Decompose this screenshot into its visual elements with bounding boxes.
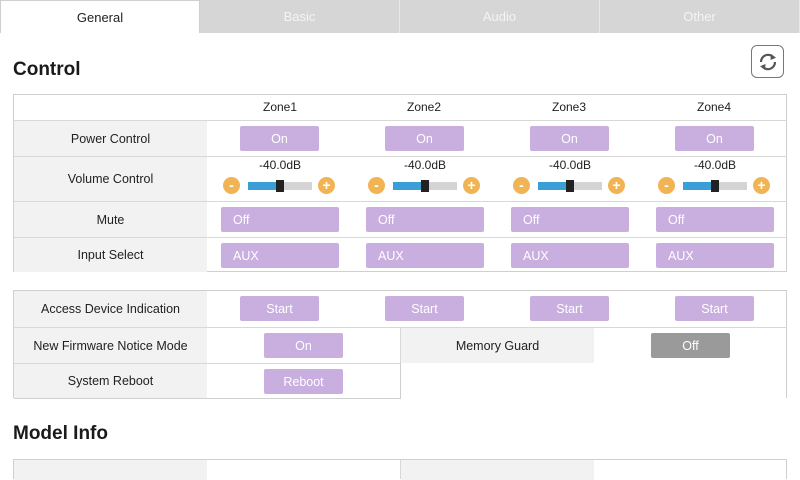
firmware-memory-row: New Firmware Notice Mode On Memory Guard…: [14, 327, 786, 363]
zone4-header: Zone4: [696, 100, 732, 114]
zone2-volume-down-button[interactable]: -: [368, 177, 385, 194]
firmware-notice-button[interactable]: On: [264, 333, 343, 358]
zone4-volume-up-button[interactable]: +: [753, 177, 770, 194]
zone2-volume-up-button[interactable]: +: [463, 177, 480, 194]
minus-icon: -: [374, 177, 379, 193]
zone4-volume-value: -40.0dB: [693, 158, 737, 172]
zone4-volume-slider[interactable]: [683, 180, 747, 192]
system-reboot-row: System Reboot Reboot: [14, 363, 401, 399]
plus-icon: +: [467, 177, 476, 193]
tab-audio[interactable]: Audio: [400, 0, 600, 33]
access-device-row: Access Device Indication Start Start Sta…: [14, 291, 786, 327]
zone4-volume-fill: [683, 182, 715, 190]
zone2-volume-slider[interactable]: [393, 180, 457, 192]
zone1-mute-button[interactable]: Off: [221, 207, 339, 232]
zone2-volume-fill: [393, 182, 425, 190]
zone-header-row: Zone1 Zone2 Zone3 Zone4: [14, 95, 786, 120]
tab-basic[interactable]: Basic: [200, 0, 400, 33]
minus-icon: -: [229, 177, 234, 193]
zone4-volume-down-button[interactable]: -: [658, 177, 675, 194]
zone4-access-start-button[interactable]: Start: [675, 296, 754, 321]
zone1-access-start-button[interactable]: Start: [240, 296, 319, 321]
zone3-volume-down-button[interactable]: -: [513, 177, 530, 194]
column-divider: [400, 328, 401, 363]
zone1-header: Zone1: [262, 100, 298, 114]
refresh-button[interactable]: [751, 45, 784, 78]
zone1-volume-value: -40.0dB: [258, 158, 302, 172]
firmware-notice-label: New Firmware Notice Mode: [14, 328, 207, 363]
zone4-power-button[interactable]: On: [675, 126, 754, 151]
zone3-mute-button[interactable]: Off: [511, 207, 629, 232]
zone3-input-select[interactable]: AUX: [511, 243, 629, 268]
zone1-volume-down-button[interactable]: -: [223, 177, 240, 194]
zone3-access-start-button[interactable]: Start: [530, 296, 609, 321]
zone3-power-button[interactable]: On: [530, 126, 609, 151]
model-info-label-cell: [401, 460, 594, 480]
input-select-row: Input Select AUX AUX AUX AUX: [14, 237, 786, 272]
power-control-row: Power Control On On On On: [14, 120, 786, 156]
model-info-table: [13, 459, 787, 480]
system-reboot-button[interactable]: Reboot: [264, 369, 343, 394]
minus-icon: -: [664, 177, 669, 193]
zone2-volume-value: -40.0dB: [403, 158, 447, 172]
input-select-label: Input Select: [14, 238, 207, 272]
zone2-power-button[interactable]: On: [385, 126, 464, 151]
minus-icon: -: [519, 177, 524, 193]
content-area: Control Zone1 Zone2 Zone3 Zone4 Power Co…: [0, 33, 800, 480]
control-section-title: Control: [13, 59, 81, 80]
plus-icon: +: [757, 177, 766, 193]
zone3-volume-value: -40.0dB: [548, 158, 592, 172]
zone2-input-select[interactable]: AUX: [366, 243, 484, 268]
zone4-input-select[interactable]: AUX: [656, 243, 774, 268]
memory-guard-button[interactable]: Off: [651, 333, 730, 358]
zone1-volume-fill: [248, 182, 280, 190]
tab-bar: General Basic Audio Other: [0, 0, 800, 33]
zone1-volume-handle[interactable]: [276, 180, 284, 192]
zone1-power-button[interactable]: On: [240, 126, 319, 151]
power-control-label: Power Control: [14, 121, 207, 156]
memory-guard-label: Memory Guard: [401, 328, 594, 363]
zone3-volume-handle[interactable]: [566, 180, 574, 192]
refresh-icon: [759, 53, 776, 70]
tab-other[interactable]: Other: [600, 0, 800, 33]
zone2-volume-handle[interactable]: [421, 180, 429, 192]
system-table: Access Device Indication Start Start Sta…: [13, 290, 787, 399]
model-info-label-cell: [14, 460, 207, 480]
mute-row: Mute Off Off Off Off: [14, 201, 786, 237]
zone3-volume-up-button[interactable]: +: [608, 177, 625, 194]
zone2-header: Zone2: [406, 100, 442, 114]
access-device-label: Access Device Indication: [14, 291, 207, 327]
tab-general[interactable]: General: [0, 0, 200, 33]
zone3-header: Zone3: [551, 100, 587, 114]
zone2-mute-button[interactable]: Off: [366, 207, 484, 232]
control-table: Zone1 Zone2 Zone3 Zone4 Power Control On…: [13, 94, 787, 272]
model-info-section-title: Model Info: [13, 423, 108, 444]
zone3-volume-fill: [538, 182, 570, 190]
plus-icon: +: [322, 177, 331, 193]
zone4-volume-handle[interactable]: [711, 180, 719, 192]
zone3-volume-slider[interactable]: [538, 180, 602, 192]
zone1-input-select[interactable]: AUX: [221, 243, 339, 268]
system-reboot-label: System Reboot: [14, 364, 207, 398]
zone4-mute-button[interactable]: Off: [656, 207, 774, 232]
volume-control-label: Volume Control: [14, 157, 207, 201]
zone1-volume-slider[interactable]: [248, 180, 312, 192]
zone2-access-start-button[interactable]: Start: [385, 296, 464, 321]
zone1-volume-up-button[interactable]: +: [318, 177, 335, 194]
mute-label: Mute: [14, 202, 207, 237]
volume-control-row: Volume Control -40.0dB - + -40.0dB - + -…: [14, 156, 786, 201]
plus-icon: +: [612, 177, 621, 193]
